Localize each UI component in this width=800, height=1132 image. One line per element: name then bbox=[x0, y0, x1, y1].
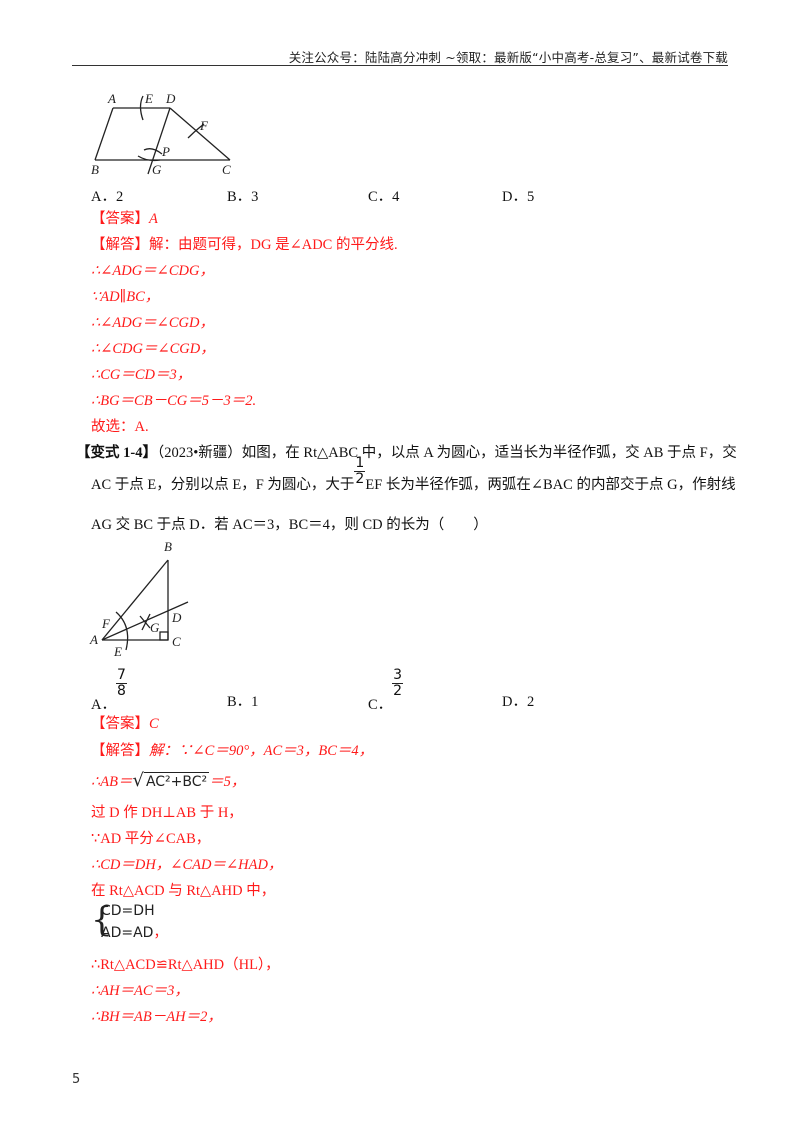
svg-text:B: B bbox=[164, 539, 172, 554]
q1-solution-line-7: 故选：A. bbox=[91, 419, 149, 435]
svg-text:C: C bbox=[222, 162, 231, 177]
svg-text:P: P bbox=[161, 144, 170, 159]
svg-text:A: A bbox=[89, 632, 98, 647]
option-a: A．2 bbox=[91, 189, 124, 205]
option-c: C．4 bbox=[368, 189, 400, 205]
svg-text:E: E bbox=[113, 644, 122, 659]
svg-text:F: F bbox=[199, 118, 209, 133]
q2-solution-line-3: 在 Rt△ACD 与 Rt△AHD 中， bbox=[91, 883, 276, 899]
page-number: 5 bbox=[72, 1072, 81, 1087]
q2-solution-line-1: ∵AD 平分∠CAB， bbox=[91, 831, 211, 847]
svg-text:F: F bbox=[101, 616, 111, 631]
svg-text:G: G bbox=[152, 162, 162, 177]
q2-solution-tail-0: ∴Rt△ACD≌Rt△AHD（HL）， bbox=[91, 957, 280, 973]
q2-statement-line-3: AG 交 BC 于点 D．若 AC＝3，BC＝4，则 CD 的长为（ ） bbox=[91, 517, 488, 533]
svg-text:A: A bbox=[107, 91, 116, 106]
svg-text:E: E bbox=[144, 91, 153, 106]
q1-solution-line-4: ∴∠CDG＝∠CGD， bbox=[91, 341, 215, 357]
q2-solution-line-0: 过 D 作 DH⊥AB 于 H， bbox=[91, 805, 243, 821]
option-d: D．5 bbox=[502, 189, 535, 205]
page-header-text: 关注公众号：陆陆高分冲刺 ~领取：最新版“小中高考-总复习”、最新试卷下载 bbox=[288, 50, 728, 65]
trapezoid-figure: A E D F P B G C bbox=[91, 91, 231, 177]
q2-option-d: D．2 bbox=[502, 694, 535, 710]
svg-text:D: D bbox=[165, 91, 176, 106]
svg-text:G: G bbox=[150, 620, 160, 635]
q2-solution-tail-2: ∴BH＝AB－AH＝2， bbox=[91, 1009, 222, 1025]
q1-answer: 【答案】A bbox=[91, 211, 158, 227]
q2-statement-line-1: 【变式 1-4】（2023•新疆）如图，在 Rt△ABC 中，以点 A 为圆心，… bbox=[76, 445, 737, 461]
svg-text:C: C bbox=[172, 634, 181, 649]
q2-solution-tail-1: ∴AH＝AC＝3， bbox=[91, 983, 189, 999]
q1-solution-line-6: ∴BG＝CB－CG＝5－3＝2. bbox=[91, 393, 257, 409]
q1-solution-line-3: ∴∠ADG＝∠CGD， bbox=[91, 315, 214, 331]
q2-answer: 【答案】C bbox=[91, 716, 159, 732]
q1-solution-line-0: 【解答】解：由题可得，DG 是∠ADC 的平分线. bbox=[91, 237, 398, 253]
q2-solution-ab: ∴AB＝√AC²+BC²＝5， bbox=[91, 770, 246, 791]
q1-solution-line-1: ∴∠ADG＝∠CDG， bbox=[91, 263, 214, 279]
right-triangle-figure: B D F G A C E bbox=[89, 539, 189, 659]
q1-solution-line-5: ∴CG＝CD＝3， bbox=[91, 367, 192, 383]
q2-solution-first: 【解答】解：∵∠C＝90°，AC＝3，BC＝4， bbox=[91, 743, 374, 759]
sqrt-expression: √AC²+BC² bbox=[132, 770, 210, 791]
svg-text:D: D bbox=[171, 610, 182, 625]
equation-system: { CD=DH AD=AD， bbox=[91, 900, 167, 944]
q2-solution-line-2: ∴CD＝DH，∠CAD＝∠HAD， bbox=[91, 857, 283, 873]
q1-solution-line-2: ∵AD∥BC， bbox=[91, 289, 160, 305]
q2-option-b: B．1 bbox=[227, 694, 259, 710]
header-divider bbox=[72, 65, 728, 66]
option-b: B．3 bbox=[227, 189, 259, 205]
svg-text:B: B bbox=[91, 162, 99, 177]
system-equation-2: AD=AD， bbox=[101, 925, 168, 941]
system-equation-1: CD=DH bbox=[101, 903, 155, 919]
